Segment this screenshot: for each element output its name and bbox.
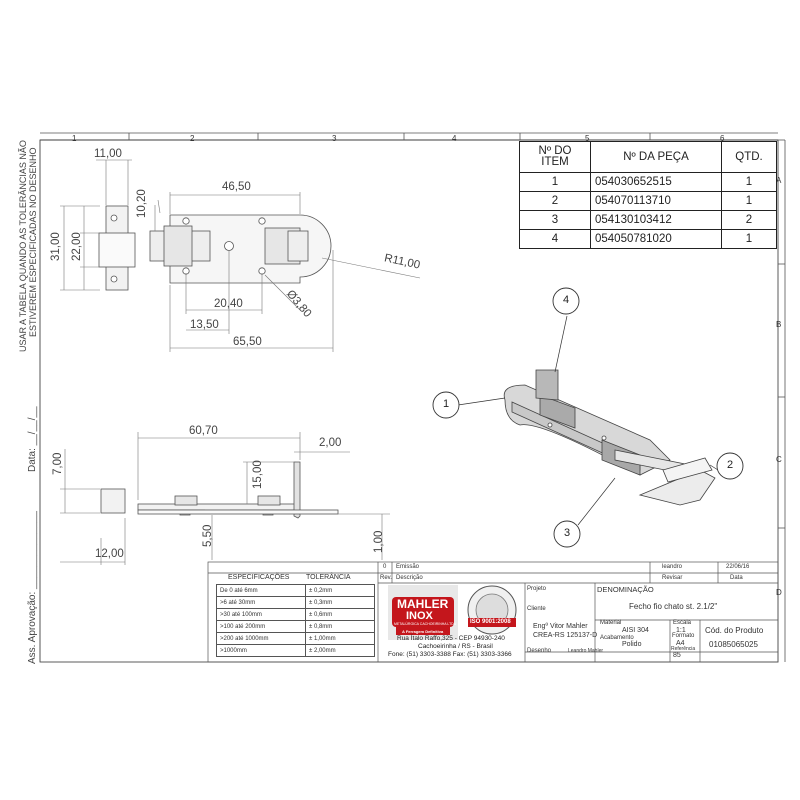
bom-qty: 1 xyxy=(721,191,777,211)
logo-tagline-2: A Ferragem Definitiva xyxy=(402,629,444,634)
logo-graphic xyxy=(388,585,458,640)
rev-number: 0 xyxy=(383,564,387,570)
tolerance-table: De 0 até 6mm± 0,2mm >6 até 30mm± 0,3mm >… xyxy=(216,584,375,657)
table-row: 3 054130103412 2 xyxy=(519,210,777,230)
zone-label: C xyxy=(776,455,782,464)
zone-label: 3 xyxy=(332,134,337,143)
company-phone: Fone: (51) 3303-3388 Fax: (51) 3303-3366 xyxy=(388,651,512,658)
bom-item: 4 xyxy=(519,229,591,249)
formato-label: Formato xyxy=(672,633,695,639)
data-label: Data xyxy=(730,575,743,581)
emissao-label: Emissão xyxy=(396,564,420,570)
descricao-label: Descrição xyxy=(396,575,423,581)
bom-qty: 1 xyxy=(721,229,777,249)
referencia-label: Referência xyxy=(671,646,696,652)
zone-label: 5 xyxy=(585,134,590,143)
acabamento-label: Acabamento xyxy=(600,635,634,641)
desenho-label: Desenho xyxy=(527,648,552,654)
logo-top-text: MAHLER xyxy=(397,597,449,611)
company-city: Cachoeirinha / RS - Brasil xyxy=(418,643,493,650)
table-row: >30 até 100mm± 0,6mm xyxy=(216,608,375,621)
dim-60-70: 60,70 xyxy=(189,425,218,437)
tol-cell: ± 2,00mm xyxy=(305,644,375,657)
top-view xyxy=(98,205,332,291)
product-name: Fecho fio chato st. 2.1/2" xyxy=(629,602,718,611)
engineer-crea: CREA-RS 125137-D xyxy=(533,632,598,639)
zone-label: 4 xyxy=(452,134,457,143)
cod-produto-value: 01085065025 xyxy=(709,640,758,649)
bom-header-qty: QTD. xyxy=(721,141,777,173)
revisar-label: Revisar xyxy=(662,575,683,581)
dim-13-50: 13,50 xyxy=(190,319,219,331)
material-label: Material xyxy=(600,620,622,626)
projeto-label: Projeto xyxy=(527,586,547,592)
tolerance-header: TOLERÂNCIA xyxy=(306,574,351,581)
denominacao-label: DENOMINAÇÃO xyxy=(597,585,654,594)
table-row: De 0 até 6mm± 0,2mm xyxy=(216,584,375,597)
company-logo: MAHLER INOX METALÚRGICA CACHOEIRINHA LTD… xyxy=(388,585,458,640)
dim-11-00: 11,00 xyxy=(94,148,122,160)
company-address: Rua Ítalo Raffo,325 - CEP 94930-240 xyxy=(397,635,505,642)
table-row: 4 054050781020 1 xyxy=(519,229,777,249)
table-row: 2 054070113710 1 xyxy=(519,191,777,211)
side-view xyxy=(100,461,339,519)
engineer-name: Engº Vitor Mahler xyxy=(533,623,588,630)
isometric-view xyxy=(503,369,716,506)
iso-label: ISO 9001:2008 xyxy=(470,619,511,625)
escala-value: 1:1 xyxy=(676,627,686,634)
zone-label: 6 xyxy=(720,134,725,143)
spec-cell: >1000mm xyxy=(216,644,306,657)
zone-label: 1 xyxy=(72,134,77,143)
logo-tagline-1: METALÚRGICA CACHOEIRINHA LTDA xyxy=(394,622,457,626)
bom-part: 054050781020 xyxy=(590,229,722,249)
zone-label: D xyxy=(776,588,782,597)
bom-part: 054130103412 xyxy=(590,210,722,230)
rev-label: Rev. xyxy=(380,575,392,581)
desenho-by: Leandro Mahler xyxy=(568,648,604,654)
balloon-3 xyxy=(553,520,581,548)
cliente-label: Cliente xyxy=(527,606,546,612)
dim-65-50: 65,50 xyxy=(233,336,262,348)
balloon-2-label: 2 xyxy=(727,459,734,471)
author: leandro xyxy=(662,564,683,570)
bom-part: 054070113710 xyxy=(590,191,722,211)
zone-label: A xyxy=(776,176,782,185)
table-row: >100 até 200mm± 0,8mm xyxy=(216,620,375,633)
spec-header: ESPECIFICAÇÕES xyxy=(228,574,290,581)
dim-12-00: 12,00 xyxy=(95,548,124,560)
escala-label: Escala xyxy=(673,620,692,626)
dim-20-40: 20,40 xyxy=(214,298,243,310)
formato-value: A4 xyxy=(676,640,685,647)
balloon-4 xyxy=(552,287,580,315)
dim-2-00: 2,00 xyxy=(319,437,342,449)
balloon-1 xyxy=(432,391,460,419)
acabamento-value: Polido xyxy=(622,641,642,648)
zone-label: B xyxy=(776,320,782,329)
balloon-3-label: 3 xyxy=(564,527,571,539)
material-value: AISI 304 xyxy=(622,627,649,634)
cod-produto-label: Cód. do Produto xyxy=(705,626,764,635)
logo-bottom-text: INOX xyxy=(406,610,433,622)
balloon-4-label: 4 xyxy=(563,294,570,306)
date: 22/06/16 xyxy=(726,564,750,570)
bill-of-materials: Nº DO ITEM Nº DA PEÇA QTD. 1 05403065251… xyxy=(519,141,777,249)
table-row: >1000mm± 2,00mm xyxy=(216,644,375,657)
referencia-value: 85 xyxy=(673,652,681,659)
balloon-2 xyxy=(716,452,744,480)
balloon-1-label: 1 xyxy=(443,398,450,410)
zone-label: 2 xyxy=(190,134,195,143)
dim-46-50: 46,50 xyxy=(222,181,251,193)
